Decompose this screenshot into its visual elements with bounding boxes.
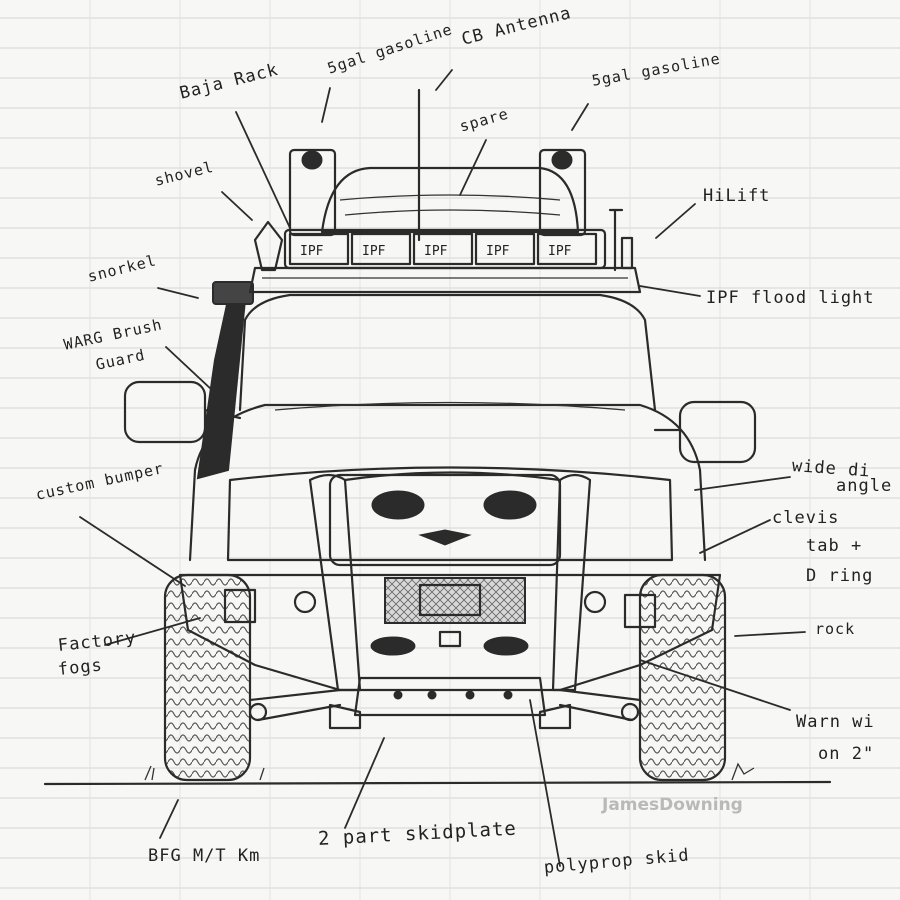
snorkel-drawing xyxy=(196,281,254,480)
label-rock: rock xyxy=(815,620,856,638)
mirror-right xyxy=(653,400,757,464)
watermark: JamesDowning xyxy=(602,795,743,815)
custom-bumper xyxy=(178,573,722,692)
ground-line xyxy=(43,780,832,786)
label-warn-winch-1: Warn wi xyxy=(796,712,875,732)
roof-rack xyxy=(248,266,642,294)
skidplate xyxy=(353,676,547,717)
shovel xyxy=(253,220,284,272)
label-wide-angle-2: angle xyxy=(836,476,893,496)
gas-can-left xyxy=(288,148,337,237)
ipf-light-bar: IPF IPF IPF IPF IPF xyxy=(283,228,607,270)
tire-left xyxy=(163,573,252,782)
ipf-light-1: IPF xyxy=(300,244,324,259)
label-clevis-2: tab + xyxy=(806,536,863,556)
grille xyxy=(328,473,562,567)
ipf-light-3: IPF xyxy=(424,244,448,259)
ipf-light-4: IPF xyxy=(486,244,510,259)
leader-lines xyxy=(79,69,806,867)
windshield xyxy=(238,293,657,412)
tire-right xyxy=(638,573,727,782)
label-warn-winch-2: on 2" xyxy=(818,744,875,764)
label-ipf-flood-light: IPF flood light xyxy=(706,288,875,308)
label-clevis-1: clevis xyxy=(772,508,840,528)
label-bfg-tires: BFG M/T Km xyxy=(148,846,261,866)
brush-guard xyxy=(308,473,362,692)
hilift-jack xyxy=(608,208,624,272)
ipf-light-5: IPF xyxy=(548,244,572,259)
label-clevis-3: D ring xyxy=(806,566,874,586)
label-hilift: HiLift xyxy=(703,186,771,206)
ipf-light-2: IPF xyxy=(362,244,386,259)
